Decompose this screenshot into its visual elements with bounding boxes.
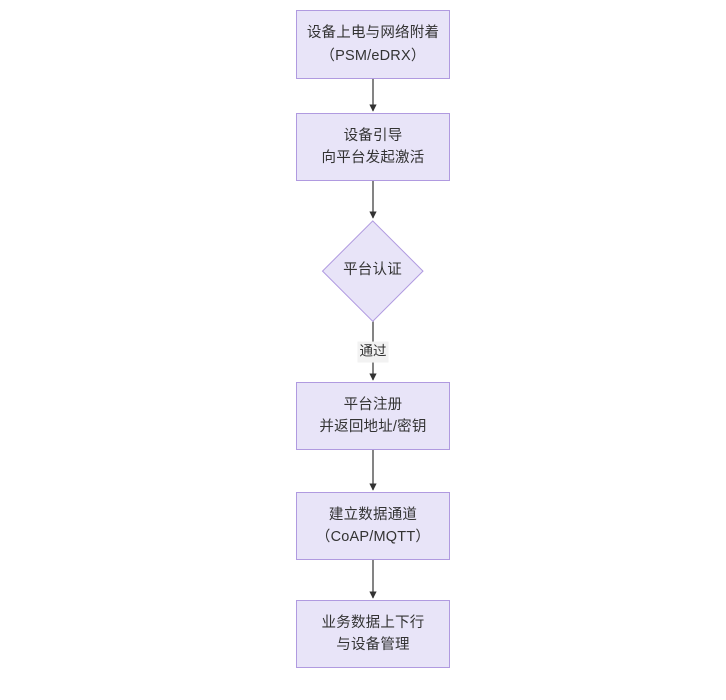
node-business-data-and-device-management[interactable]: 业务数据上下行 与设备管理 bbox=[296, 600, 450, 668]
node-label: 平台注册 并返回地址/密钥 bbox=[319, 396, 427, 435]
node-establish-data-channel[interactable]: 建立数据通道 （CoAP/MQTT） bbox=[296, 492, 450, 560]
node-label: 业务数据上下行 与设备管理 bbox=[321, 614, 425, 653]
node-label: 平台认证 bbox=[343, 262, 402, 279]
edge-label-pass: 通过 bbox=[357, 341, 389, 363]
node-device-power-on[interactable]: 设备上电与网络附着 （PSM/eDRX） bbox=[296, 10, 450, 79]
node-platform-registration[interactable]: 平台注册 并返回地址/密钥 bbox=[296, 382, 450, 450]
node-platform-authentication[interactable]: 平台认证 bbox=[321, 219, 424, 322]
node-label: 设备上电与网络附着 （PSM/eDRX） bbox=[306, 25, 440, 64]
node-label: 设备引导 向平台发起激活 bbox=[321, 127, 425, 166]
node-label: 建立数据通道 （CoAP/MQTT） bbox=[315, 506, 431, 545]
node-device-bootstrap[interactable]: 设备引导 向平台发起激活 bbox=[296, 113, 450, 181]
